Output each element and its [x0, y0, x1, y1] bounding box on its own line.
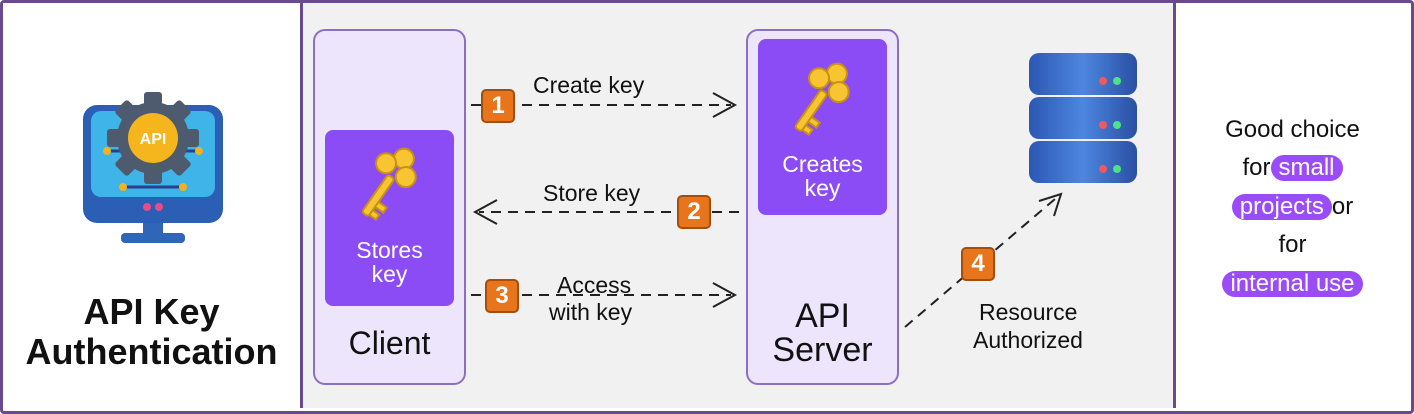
database-icon [1029, 53, 1137, 183]
title-panel: API API Key Authentication [3, 3, 300, 408]
server-label-line2: Server [772, 331, 873, 369]
step-label-4a: Resource [979, 299, 1078, 325]
step-badge-2: 2 [677, 195, 711, 229]
note-line5: internal use [1176, 271, 1409, 297]
step-badge-1: 1 [481, 89, 515, 123]
step-badge-3: 3 [485, 279, 519, 313]
highlight-projects: projects [1231, 194, 1332, 220]
server-card: Creates key [758, 39, 887, 215]
note-line3-suffix: or [1331, 193, 1354, 220]
note-line1: Good choice [1225, 116, 1360, 143]
server-label-line1: API [795, 297, 850, 335]
note-line4: for [1278, 231, 1307, 258]
client-column: Stores key Client [313, 29, 466, 385]
client-label: Client [348, 325, 431, 361]
highlight-internal-use: internal use [1222, 271, 1363, 297]
client-card-line2: key [371, 261, 408, 287]
step-label-4b: Authorized [973, 327, 1083, 353]
divider-left [300, 3, 303, 408]
key-icon [794, 62, 850, 137]
client-card: Stores key [325, 130, 454, 306]
note-line2-prefix: for [1242, 154, 1271, 181]
key-icon [361, 147, 417, 222]
page-title-line2: Authentication [25, 331, 278, 372]
api-monitor-icon: API [83, 92, 223, 243]
step-label-3b: with key [549, 299, 633, 325]
page-title-line1: API Key [83, 291, 220, 332]
arrow-2-head [472, 199, 498, 225]
api-icon-text: API [140, 131, 167, 148]
server-column: Creates key API Server [746, 29, 899, 385]
flow-panel: Stores key Client Creates key API Server [303, 3, 1173, 408]
step-badge-4: 4 [961, 247, 995, 281]
arrow-4-head [1038, 192, 1063, 217]
client-card-line1: Stores [356, 237, 423, 263]
divider-right [1173, 3, 1176, 408]
server-card-line2: key [804, 175, 841, 201]
step-label-2: Store key [543, 180, 641, 206]
step-label-1: Create key [533, 72, 645, 98]
highlight-small: small [1270, 155, 1343, 181]
arrow-1-head [712, 92, 738, 118]
arrow-3-head [712, 282, 738, 308]
server-card-line1: Creates [782, 151, 863, 177]
step-label-3a: Access [557, 272, 632, 298]
